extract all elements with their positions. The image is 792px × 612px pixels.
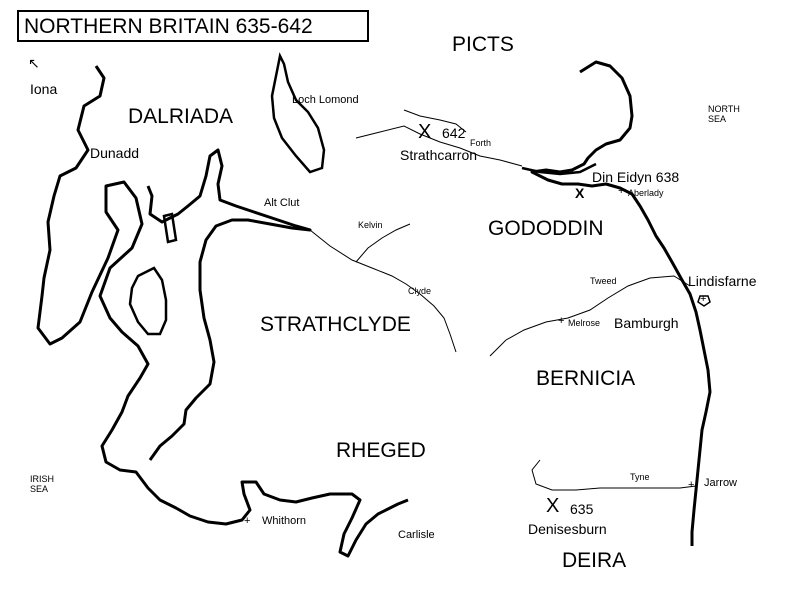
east-coastline	[530, 60, 712, 546]
arran-island	[128, 266, 168, 336]
place-dunadd: Dunadd	[90, 145, 140, 161]
battle-denisesburn-year: 635	[570, 501, 594, 517]
river-tyne	[531, 459, 697, 491]
place-aberlady: Aberlady	[628, 188, 664, 198]
region-strathclyde: STRATHCLYDE	[260, 313, 411, 336]
small-island	[162, 212, 178, 244]
river-tweed	[489, 275, 691, 357]
region-picts: PICTS	[452, 33, 514, 56]
loch-lomond-outline	[270, 52, 326, 174]
sea-north-line1: NORTH	[708, 104, 740, 114]
sea-irish-line2: SEA	[30, 484, 49, 494]
map-title: NORTHERN BRITAIN 635-642	[17, 10, 369, 42]
sea-irish-line1: IRISH	[30, 474, 55, 484]
forth-estuary	[521, 162, 597, 176]
region-rheged: RHEGED	[336, 439, 426, 462]
iona-arrow-icon: ↖	[28, 55, 40, 71]
river-kelvin	[355, 223, 411, 263]
river-forth	[355, 125, 523, 167]
place-loch-lomond: Loch Lomond	[292, 94, 359, 106]
place-iona: Iona	[30, 81, 58, 97]
place-bamburgh: Bamburgh	[614, 315, 679, 331]
battle-din-eidyn-x-icon: X	[575, 185, 585, 201]
river-forth-upper	[403, 109, 467, 133]
river-label-forth: Forth	[470, 138, 492, 148]
place-alt-clut: Alt Clut	[264, 197, 300, 209]
melrose-cross-icon: +	[558, 315, 565, 327]
river-label-tweed: Tweed	[590, 276, 617, 286]
battle-strathcarron-year: 642	[442, 125, 466, 141]
lindisfarne-island	[697, 295, 711, 307]
sea-north-line2: SEA	[708, 114, 727, 124]
river-label-tyne: Tyne	[630, 472, 650, 482]
battle-denisesburn-x-icon: X	[546, 495, 560, 517]
place-din-eidyn: Din Eidyn 638	[592, 169, 680, 185]
river-label-kelvin: Kelvin	[358, 220, 383, 230]
clyde-firth-outline	[146, 148, 312, 461]
region-deira: DEIRA	[562, 549, 627, 572]
battle-denisesburn-name: Denisesburn	[528, 521, 607, 537]
region-dalriada: DALRIADA	[128, 105, 234, 128]
jarrow-cross-icon: +	[688, 479, 695, 491]
place-melrose: Melrose	[568, 318, 601, 328]
aberlady-cross-icon: +	[618, 185, 625, 197]
region-gododdin: GODODDIN	[488, 217, 604, 240]
west-coastline	[36, 65, 409, 558]
battle-strathcarron-x-icon: X	[418, 121, 432, 143]
place-carlisle: Carlisle	[398, 529, 435, 541]
place-lindisfarne: Lindisfarne	[688, 273, 757, 289]
place-whithorn: Whithorn	[262, 515, 307, 527]
river-label-clyde: Clyde	[408, 286, 432, 296]
region-bernicia: BERNICIA	[536, 367, 636, 390]
place-jarrow: Jarrow	[704, 477, 738, 489]
lindisfarne-cross-icon: +	[700, 293, 707, 305]
battle-strathcarron-name: Strathcarron	[400, 147, 478, 163]
river-clyde	[309, 229, 457, 353]
whithorn-cross-icon: +	[244, 515, 251, 527]
